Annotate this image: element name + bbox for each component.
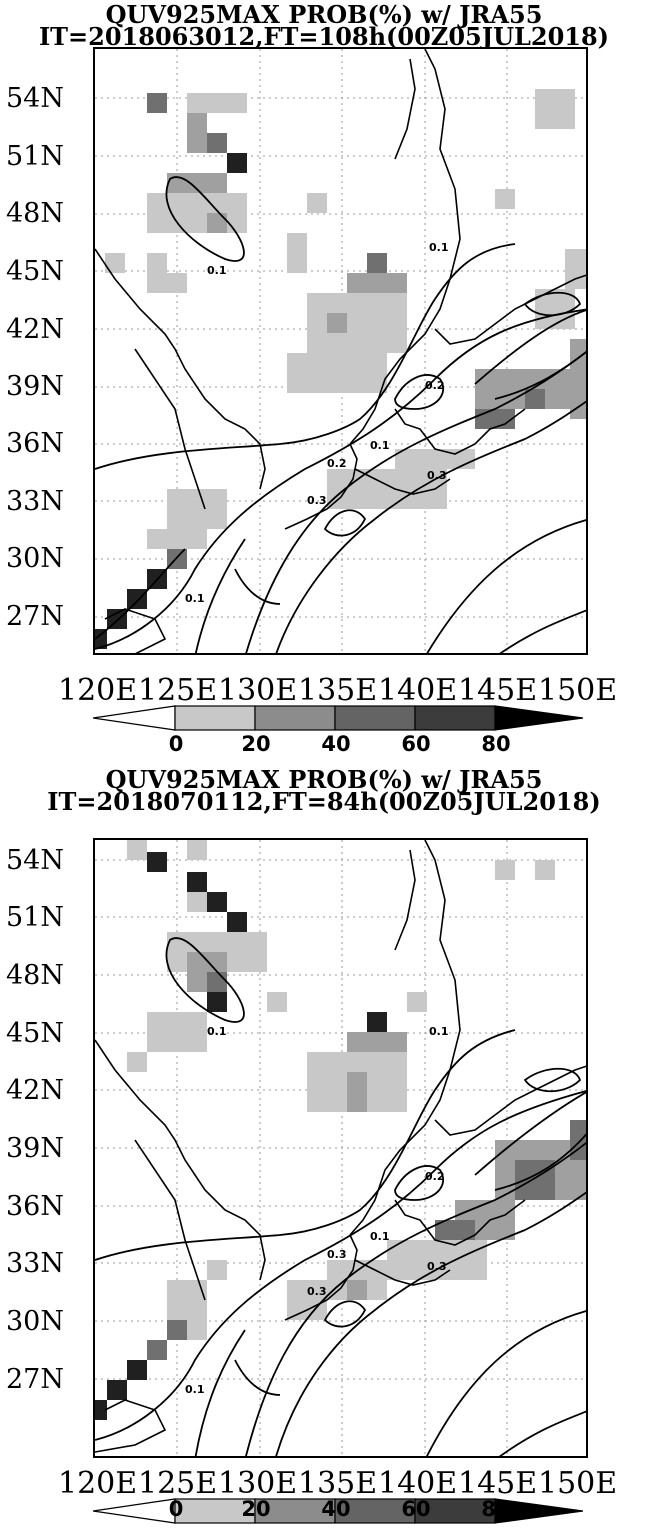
contour-label: 0.1 [429,241,449,254]
contour-labels: 0.1 0.1 0.1 0.1 0.2 0.2 0.3 0.3 [185,241,449,605]
colorbar-tick: 40 [321,732,351,756]
colorbar-tick: 0 [168,732,184,756]
map-plot: 0.1 0.1 0.1 0.1 0.2 0.3 0.3 0.3 [93,838,588,1458]
map-svg: 0.1 0.1 0.1 0.1 0.2 0.3 0.3 0.3 [95,840,586,1456]
colorbar [93,705,583,731]
map-plot: 0.1 0.1 0.1 0.1 0.2 0.2 0.3 0.3 [93,47,588,655]
lat-label: 39N [6,371,64,402]
coastlines [95,840,586,1453]
panel-subtitle: IT=2018070112,FT=84h(00Z05JUL2018) [47,787,601,816]
lon-label: 140E [378,1466,458,1501]
lat-label: 42N [6,314,64,345]
contour-label: 0.3 [307,1285,327,1298]
contour-label: 0.1 [370,1230,390,1243]
lon-label: 145E [458,673,538,708]
contours [95,176,586,653]
colorbar-tick: 60 [401,1497,431,1521]
lon-label: 120E [58,673,138,708]
lat-label: 27N [6,1364,64,1395]
panel-title: QUV925MAX PROB(%) w/ JRA55 [105,0,543,29]
lon-label: 120E [58,1466,138,1501]
contour-label: 0.2 [425,379,445,392]
map-svg: 0.1 0.1 0.1 0.1 0.2 0.2 0.3 0.3 [95,49,586,653]
lat-label: 51N [6,141,64,172]
lon-label: 150E [538,673,618,708]
lon-label: 130E [218,1466,298,1501]
panel-title: QUV925MAX PROB(%) w/ JRA55 [105,765,543,794]
contour-label: 0.3 [427,1260,447,1273]
lon-label: 125E [138,673,218,708]
lon-label: 135E [298,1466,378,1501]
lat-label: 30N [6,1306,64,1337]
contours [95,937,586,1456]
colorbar-tick: 80 [481,1497,511,1521]
colorbar-tick: 20 [241,732,271,756]
lat-label: 27N [6,601,64,632]
probability-cells [95,89,586,649]
lat-label: 45N [6,256,64,287]
lat-label: 36N [6,1191,64,1222]
contour-label: 0.3 [307,494,327,507]
contour-label: 0.2 [425,1170,445,1183]
lat-label: 33N [6,1248,64,1279]
contour-label: 0.1 [207,264,227,277]
lat-label: 51N [6,902,64,933]
lat-label: 39N [6,1133,64,1164]
lat-label: 45N [6,1018,64,1049]
contour-label: 0.2 [327,457,347,470]
colorbar-tick: 20 [241,1497,271,1521]
contour-label: 0.1 [429,1025,449,1038]
lat-label: 54N [6,83,64,114]
lon-label: 145E [458,1466,538,1501]
lat-label: 30N [6,543,64,574]
colorbar [93,1498,583,1524]
colorbar-tick: 40 [321,1497,351,1521]
contour-label: 0.1 [207,1025,227,1038]
lat-label: 33N [6,486,64,517]
colorbar-tick: 0 [168,1497,184,1521]
contour-label: 0.3 [427,469,447,482]
lat-label: 42N [6,1075,64,1106]
lon-label: 125E [138,1466,218,1501]
colorbar-tick: 80 [481,732,511,756]
lat-label: 36N [6,428,64,459]
lon-label: 130E [218,673,298,708]
lon-label: 140E [378,673,458,708]
contour-label: 0.1 [370,439,390,452]
coastlines [95,49,586,653]
lon-label: 150E [538,1466,618,1501]
contour-labels: 0.1 0.1 0.1 0.1 0.2 0.3 0.3 0.3 [185,1025,449,1396]
lat-label: 48N [6,960,64,991]
lon-label: 135E [298,673,378,708]
panel-subtitle: IT=2018063012,FT=108h(00Z05JUL2018) [38,22,610,51]
lat-label: 48N [6,198,64,229]
contour-label: 0.1 [185,1383,205,1396]
contour-label: 0.3 [327,1248,347,1261]
colorbar-tick: 60 [401,732,431,756]
lat-label: 54N [6,845,64,876]
contour-label: 0.1 [185,592,205,605]
